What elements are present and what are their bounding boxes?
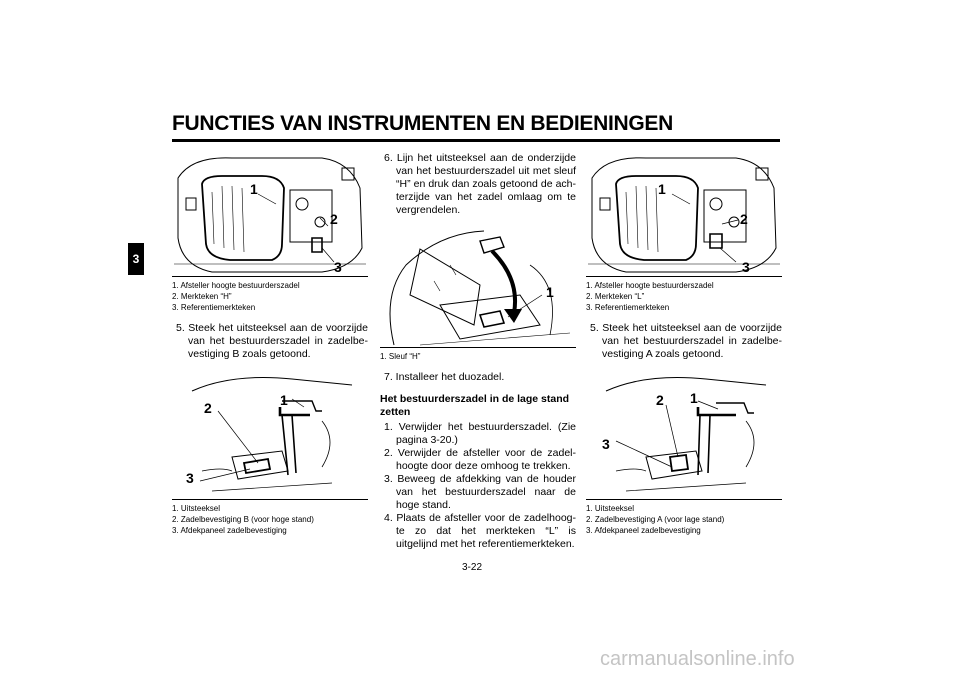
callout-1: 1 (250, 181, 258, 197)
seat-mount-b-illustration: 1 2 3 (186, 377, 353, 492)
list-item: 2. Verwijder de afsteller voor de zadel­… (384, 447, 576, 472)
caption-item: 3. Afdekpaneel zadelbevestiging (172, 526, 287, 535)
column-left: 1 2 3 1. Afsteller hoogte bestuurderszad… (172, 148, 368, 536)
callout-1: 1 (546, 284, 554, 300)
figure-seat-adjuster-low: 1 2 3 (586, 148, 782, 276)
callout-3: 3 (742, 259, 750, 275)
chapter-tab: 3 (128, 243, 144, 275)
callout-2: 2 (740, 211, 748, 227)
callout-3: 3 (602, 436, 610, 452)
seat-mount-a-illustration: 2 1 3 (602, 377, 767, 492)
section-heading: Het bestuurderszadel in de lage stand ze… (380, 393, 570, 418)
list-item: 1. Verwijder het bestuurderszadel. (Zie … (384, 421, 576, 446)
callout-1: 1 (658, 181, 666, 197)
column-middle: 6. Lijn het uitsteeksel aan de onderzijd… (380, 152, 576, 551)
figure-caption: 1. Uitsteeksel 2. Zadelbevestiging A (vo… (586, 499, 782, 536)
figure-seat-adjuster-high: 1 2 3 (172, 148, 368, 276)
caption-item: 1. Sleuf “H” (380, 352, 421, 361)
figure-caption: 1. Afsteller hoogte bestuurderszadel 2. … (172, 276, 368, 313)
caption-item: 1. Uitsteeksel (586, 504, 635, 513)
figure-caption: 1. Afsteller hoogte bestuurderszadel 2. … (586, 276, 782, 313)
page-number: 3-22 (462, 562, 483, 573)
step-7-text: 7. Installeer het duozadel. (384, 371, 505, 383)
callout-3: 3 (186, 470, 194, 486)
figure-caption: 1. Sleuf “H” (380, 347, 576, 362)
caption-item: 2. Zadelbevestiging A (voor lage stand) (586, 515, 725, 524)
callout-2: 2 (204, 400, 212, 416)
caption-item: 2. Merkteken “H” (172, 292, 232, 301)
callout-3: 3 (334, 259, 342, 275)
figure-slot-h: 1 (380, 225, 576, 347)
callout-2: 2 (330, 211, 338, 227)
callout-1: 1 (690, 390, 698, 406)
step-6-text: 6. Lijn het uitsteeksel aan de onderzijd… (384, 152, 576, 216)
list-item: 3. Beweeg de afdekking van de houder van… (384, 473, 576, 511)
watermark[interactable]: carmanualsonline.info (600, 648, 795, 670)
title-rule (172, 139, 780, 142)
list-item: 4. Plaats de afsteller voor de zadelhoog… (384, 512, 576, 550)
caption-item: 2. Zadelbevestiging B (voor hoge stand) (172, 515, 314, 524)
caption-item: 1. Afsteller hoogte bestuurderszadel (586, 281, 714, 290)
callout-1: 1 (280, 392, 288, 408)
seat-adjuster-illustration: 1 2 3 (174, 157, 366, 275)
caption-item: 1. Afsteller hoogte bestuurderszadel (172, 281, 300, 290)
figure-seat-mount-a: 2 1 3 (586, 371, 782, 499)
column-right: 1 2 3 1. Afsteller hoogte bestuurderszad… (586, 148, 782, 536)
step-5-text: 5. Steek het uitsteeksel aan de voorzijd… (176, 322, 368, 360)
seat-adjuster-illustration: 1 2 3 (588, 157, 780, 275)
callout-2: 2 (656, 392, 664, 408)
push-arrow (490, 249, 517, 314)
caption-item: 2. Merkteken “L” (586, 292, 645, 301)
page-title: FUNCTIES VAN INSTRUMENTEN EN BEDIENINGEN (172, 112, 673, 135)
step-5-text: 5. Steek het uitsteeksel aan de voorzijd… (590, 322, 782, 360)
caption-item: 1. Uitsteeksel (172, 504, 221, 513)
caption-item: 3. Referentiemerkteken (586, 303, 670, 312)
caption-item: 3. Referentiemerkteken (172, 303, 256, 312)
figure-caption: 1. Uitsteeksel 2. Zadelbevestiging B (vo… (172, 499, 368, 536)
figure-seat-mount-b: 1 2 3 (172, 371, 368, 499)
caption-item: 3. Afdekpaneel zadelbevestiging (586, 526, 701, 535)
slot-h-illustration: 1 (389, 230, 571, 346)
